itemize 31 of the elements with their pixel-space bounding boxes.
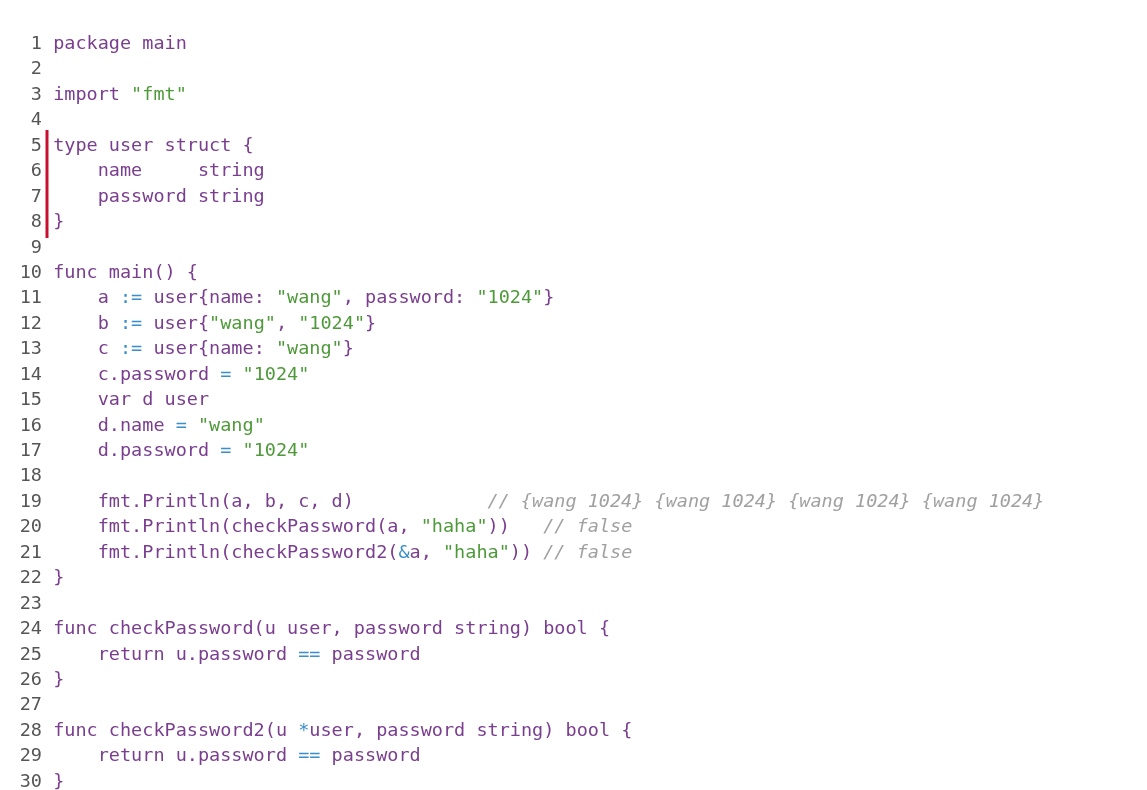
line-number: 9 — [29, 234, 42, 259]
code-line: 24 func checkPassword(u user, password string) bool { — [18, 616, 611, 641]
code-line: 13 c := user{name: "wang"} — [18, 336, 354, 361]
code-line: 26 } — [18, 666, 65, 691]
code-line: 15 var d user — [18, 387, 210, 412]
line-number: 2 — [29, 56, 42, 81]
code-line: 25 return u.password == password — [18, 641, 421, 666]
code-line: 22 } — [18, 565, 65, 590]
code-line: 12 b := user{"wang", "1024"} — [18, 310, 377, 335]
code-line: 20 fmt.Println(checkPassword(a, "haha")) // false — [18, 514, 633, 539]
code-line: 8 } — [29, 209, 65, 234]
code-line: 14 c.password = "1024" — [18, 361, 310, 386]
code-line: 21 fmt.Println(checkPassword2(&a, "haha")) // false — [18, 539, 633, 564]
code-line: 10 func main() { — [18, 259, 198, 284]
code-line: 17 d.password = "1024" — [18, 438, 310, 462]
code-line: 7 password string — [29, 183, 265, 208]
code-line: 3 import "fmt" — [29, 81, 187, 106]
line-number: 27 — [18, 692, 42, 717]
code-line: 6 name string — [29, 158, 265, 183]
code-comment: // {wang 1024} {wang 1024} {wang 1024} {wang 1024} — [487, 488, 1045, 513]
code-line: 5 type user struct { — [29, 132, 254, 157]
code-line: 1 package main — [29, 31, 187, 55]
code-line: 30 } — [18, 768, 65, 790]
line-number: 4 — [29, 107, 42, 132]
code-line: 19 fmt.Println(a, b, c, d) — [18, 488, 354, 513]
code-line: 29 return u.password == password — [18, 743, 421, 768]
code-line: 16 d.name = "wang" — [18, 412, 265, 437]
line-number: 18 — [18, 463, 42, 488]
code-line: 28 func checkPassword2(u *user, password string) bool { — [18, 717, 633, 742]
line-number: 23 — [18, 590, 42, 615]
code-line: 11 a := user{name: "wang", password: "1024"} — [18, 285, 555, 310]
